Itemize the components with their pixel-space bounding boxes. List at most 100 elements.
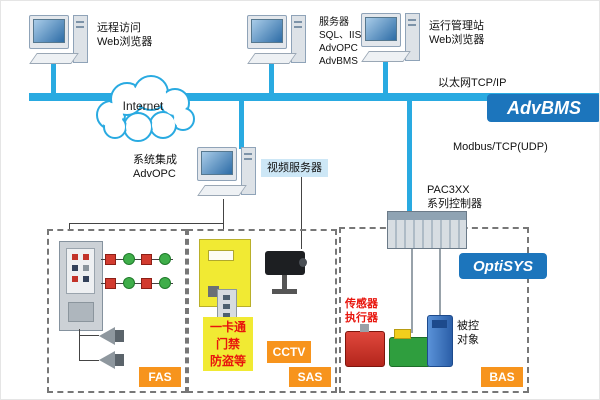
- server-label: 服务器 SQL、IIS AdvOPC AdvBMS: [319, 16, 361, 68]
- panel-indicators: [72, 254, 78, 260]
- detector-loop-1: [101, 259, 173, 260]
- link-server-pc: [269, 56, 274, 95]
- pc-monitor-icon: [247, 15, 287, 49]
- management-station-computer: [361, 13, 420, 65]
- detector-loop-2: [101, 283, 173, 284]
- station-line1: 运行管理站: [429, 20, 484, 32]
- sensor-actuator-label: 传感器 执行器: [345, 297, 378, 325]
- detector-icon: [159, 277, 171, 289]
- camera-body: [265, 251, 305, 275]
- link-remote-pc: [51, 56, 56, 95]
- management-station-label: 运行管理站 Web浏览器: [429, 19, 484, 47]
- remote-access-line1: 远程访问: [97, 22, 141, 34]
- sensor-line2: 执行器: [345, 312, 378, 324]
- fas-zone-box: [47, 229, 187, 393]
- actuator-device-icon: [345, 324, 385, 367]
- line-video-to-cctv: [301, 177, 302, 249]
- detector-icon: [123, 277, 135, 289]
- server-computer: [247, 15, 306, 67]
- modbus-label: Modbus/TCP(UDP): [453, 141, 548, 153]
- detector-icon: [141, 254, 152, 265]
- pc-keyboard-icon: [29, 53, 79, 64]
- line-to-sas: [223, 223, 224, 231]
- integration-line1: 系统集成: [133, 154, 177, 166]
- advbms-badge: AdvBMS: [487, 94, 599, 122]
- link-integration-pc: [239, 99, 244, 149]
- optisys-badge: OptiSYS: [459, 253, 547, 279]
- line-to-fas: [69, 223, 70, 231]
- sas-tag: SAS: [289, 367, 331, 387]
- pc-keyboard-icon: [247, 53, 297, 64]
- server-line1: 服务器: [319, 17, 349, 28]
- cctv-tag: CCTV: [267, 341, 311, 363]
- detector-icon: [159, 253, 171, 265]
- bas-tag: BAS: [481, 367, 523, 387]
- fire-alarm-panel: [59, 241, 103, 331]
- speaker-line-1: [79, 335, 99, 336]
- detector-icon: [105, 254, 116, 265]
- controlled-object-device-icon: [427, 315, 453, 367]
- pc-screen: [251, 19, 283, 43]
- link-station-pc: [383, 54, 388, 95]
- line-integration-down: [223, 199, 224, 223]
- pc-monitor-icon: [361, 13, 401, 47]
- ethernet-backbone: [29, 93, 599, 101]
- remote-access-line2: Web浏览器: [97, 36, 153, 48]
- pc-screen: [201, 151, 233, 175]
- pc-keyboard-icon: [361, 51, 411, 62]
- cloud-icon: [96, 75, 195, 142]
- detector-icon: [105, 278, 116, 289]
- alarm-speaker-icon: [99, 327, 127, 345]
- pc-tower-icon: [241, 147, 256, 195]
- server-line4: AdvBMS: [319, 56, 358, 67]
- pc-monitor-icon: [29, 15, 69, 49]
- access-control-label: 一卡通 门禁 防盗等: [203, 317, 253, 371]
- target-line2: 对象: [457, 334, 479, 346]
- pc-screen: [33, 19, 65, 43]
- sensor-line1: 传感器: [345, 298, 378, 310]
- fas-tag: FAS: [139, 367, 181, 387]
- pac-to-sensor-line: [411, 247, 413, 333]
- pc-tower-icon: [73, 15, 88, 63]
- sas-zone-box: [187, 229, 337, 393]
- remote-access-computer: [29, 15, 88, 67]
- server-line2: SQL、IIS: [319, 30, 362, 41]
- pac-line1: PAC3XX: [427, 184, 470, 196]
- pc-keyboard-icon: [197, 185, 247, 196]
- sensor-device-icon: [389, 329, 431, 367]
- pac-to-target-line: [439, 247, 441, 317]
- internet-label: Internet: [122, 99, 164, 113]
- link-pac-controller: [407, 99, 412, 213]
- card-line2: 门禁: [215, 336, 240, 351]
- remote-access-label: 远程访问 Web浏览器: [97, 21, 152, 49]
- video-server-label: 视频服务器: [261, 159, 328, 177]
- speaker-line-2: [79, 360, 99, 361]
- internet-cloud: Internet: [83, 71, 203, 148]
- pc-tower-icon: [291, 15, 306, 63]
- card-line1: 一卡通: [209, 319, 246, 334]
- detector-icon: [141, 278, 152, 289]
- cctv-camera-icon: [261, 245, 313, 299]
- pc-screen: [365, 17, 397, 41]
- target-line1: 被控: [457, 320, 479, 332]
- camera-base: [272, 289, 297, 294]
- ethernet-label: 以太网TCP/IP: [438, 77, 507, 89]
- card-line3: 防盗等: [209, 353, 246, 368]
- pc-tower-icon: [405, 13, 420, 61]
- detector-icon: [123, 253, 135, 265]
- alarm-speaker-icon: [99, 351, 127, 369]
- integration-line2: AdvOPC: [133, 168, 176, 180]
- pc-monitor-icon: [197, 147, 237, 181]
- speaker-line-v: [79, 329, 80, 361]
- server-line3: AdvOPC: [319, 43, 358, 54]
- line-branch-horizontal: [69, 223, 224, 224]
- integration-computer: [197, 147, 256, 199]
- controlled-object-label: 被控 对象: [457, 319, 479, 347]
- pac-controller-device: [387, 211, 467, 249]
- integration-label: 系统集成 AdvOPC: [133, 153, 177, 181]
- camera-mount: [282, 275, 287, 289]
- pac-label: PAC3XX 系列控制器: [427, 183, 482, 211]
- pac-line2: 系列控制器: [427, 198, 482, 210]
- camera-lens: [299, 258, 307, 267]
